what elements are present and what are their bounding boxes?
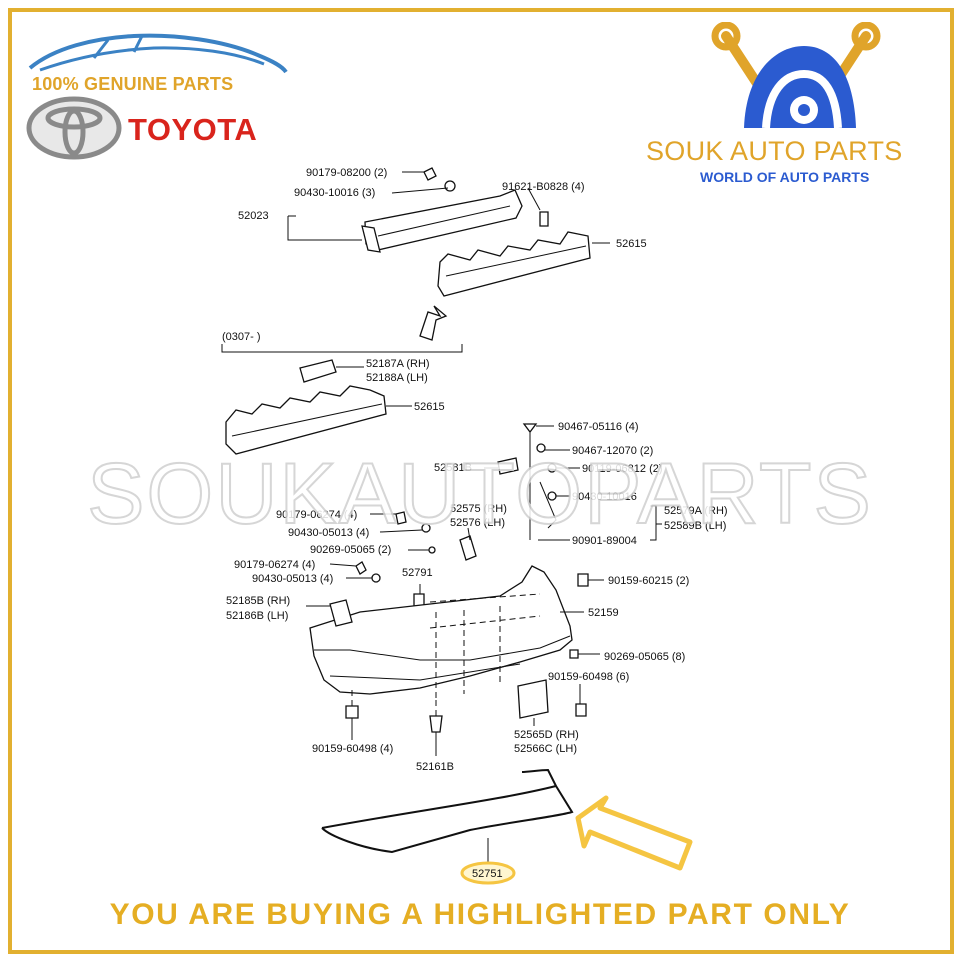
- retainer-52575: [459, 535, 477, 561]
- genuine-parts-text: 100% GENUINE PARTS: [32, 74, 234, 94]
- label: 90467-05116 (4): [558, 421, 639, 433]
- label: 52576 (LH): [450, 517, 505, 529]
- label: 52575 (RH): [450, 503, 507, 515]
- label: 52579A (RH): [664, 505, 728, 517]
- energy-absorber-top-52615: [437, 231, 591, 297]
- highlighted-part-label: 52751: [472, 868, 503, 880]
- label: 90179-06274 (4): [276, 509, 357, 521]
- label: 90430-10016 (3): [294, 187, 375, 199]
- bracket-52185B: [329, 599, 353, 627]
- toyota-wordmark: TOYOTA: [128, 112, 258, 147]
- label: 52566C (LH): [514, 743, 577, 755]
- car-logo-icon: [28, 33, 288, 74]
- label: 52186B (LH): [226, 610, 288, 622]
- label: 52581B: [434, 462, 472, 474]
- up-arrow-icon: [419, 305, 448, 341]
- label: 52589B (LH): [664, 520, 726, 532]
- label: 90901-89004: [572, 535, 637, 547]
- fastener-90179-08200: [423, 167, 437, 181]
- clip-90467-05116: [522, 423, 538, 434]
- label: 90430-10016: [572, 491, 637, 503]
- label: 90159-60498 (4): [312, 743, 393, 755]
- label: (0307- ): [222, 331, 261, 343]
- toyota-emblem-icon: [26, 96, 122, 160]
- clip-52161B: [429, 715, 443, 733]
- notice-banner: YOU ARE BUYING A HIGHLIGHTED PART ONLY: [109, 898, 851, 931]
- label: 52187A (RH): [366, 358, 430, 370]
- highlighted-molding-52751: [321, 768, 574, 854]
- label: 52188A (LH): [366, 372, 428, 384]
- label: 91621-B0828 (4): [502, 181, 585, 193]
- label: 52615: [616, 238, 647, 250]
- label: 90159-60215 (2): [608, 575, 689, 587]
- label: 90269-05065 (2): [310, 544, 391, 556]
- label: 52161B: [416, 761, 454, 773]
- highlight-arrow-icon: [575, 795, 693, 871]
- washer-90430-10016: [444, 180, 456, 192]
- rear-bumper-cover-52159: [309, 565, 573, 695]
- gold-frame: [8, 8, 954, 954]
- label: 90179-08200 (2): [306, 167, 387, 179]
- brand-name: SOUK AUTO PARTS: [646, 136, 903, 166]
- label: 90179-06274 (4): [234, 559, 315, 571]
- bracket-52581B: [497, 457, 519, 475]
- clip-90467-12070: [536, 443, 546, 453]
- bumper-reinforcement-52023: [364, 189, 523, 251]
- label: 90159-60498 (6): [548, 671, 629, 683]
- label: 90269-05065 (8): [604, 651, 685, 663]
- label: 52791: [402, 567, 433, 579]
- label: 52185B (RH): [226, 595, 290, 607]
- highlight-ring: [460, 861, 516, 885]
- bracket-52187A: [299, 359, 337, 383]
- label: 90119-06812 (2): [582, 463, 663, 475]
- bracket-52565D: [517, 679, 549, 719]
- label: 90467-12070 (2): [572, 445, 653, 457]
- label: 52565D (RH): [514, 729, 579, 741]
- souk-logo-icon: [711, 22, 881, 129]
- label: 52023: [238, 210, 269, 222]
- label: 52615: [414, 401, 445, 413]
- label: 52159: [588, 607, 619, 619]
- bolt-91621-B0828: [539, 211, 549, 227]
- brand-tagline: WORLD OF AUTO PARTS: [700, 169, 870, 185]
- label: 90430-05013 (4): [288, 527, 369, 539]
- label: 90430-05013 (4): [252, 573, 333, 585]
